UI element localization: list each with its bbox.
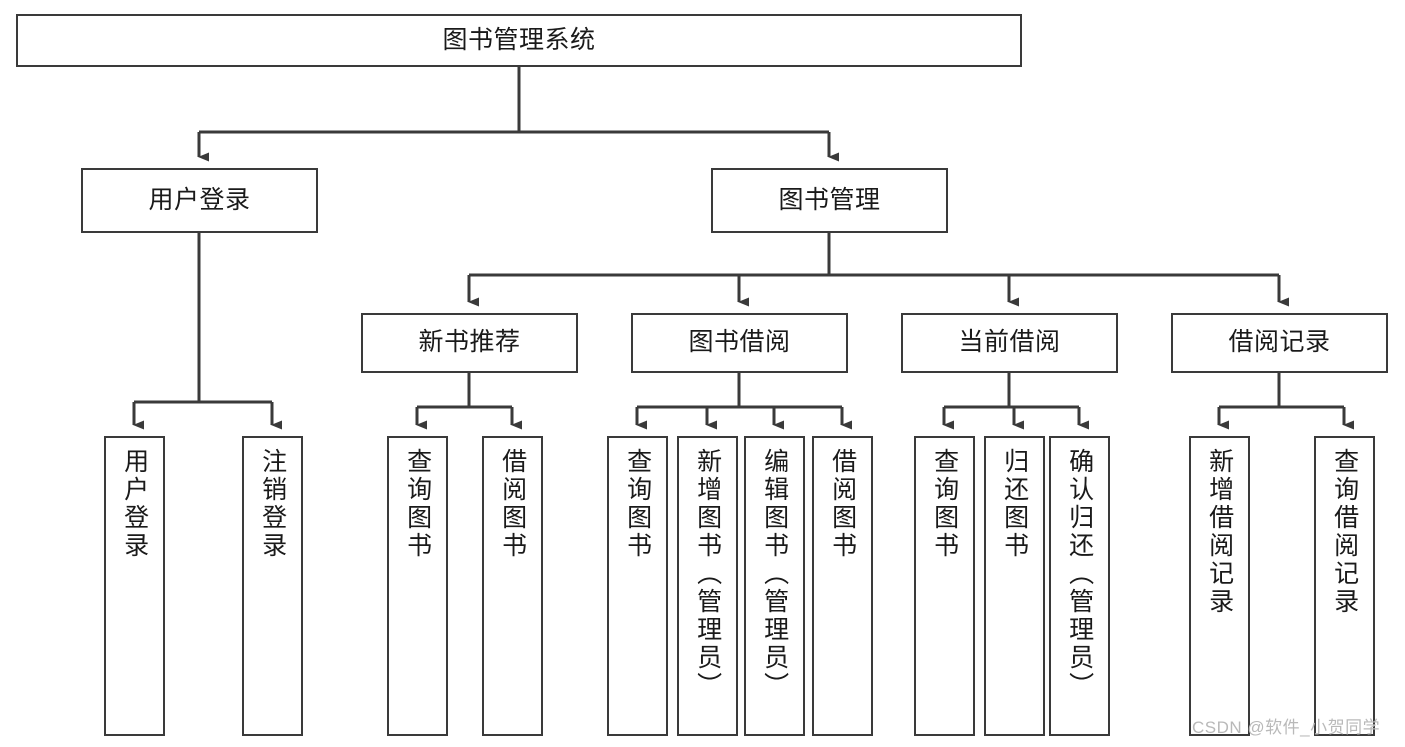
node-current-borrowing[interactable]: 当前借阅 (901, 313, 1118, 373)
node-label: 图书借阅 (688, 328, 791, 357)
leaf-borrow-books-borrowing[interactable]: 借阅图书 (812, 436, 873, 736)
node-label: 注销登录 (258, 448, 287, 560)
node-label: 借阅图书 (498, 448, 527, 560)
node-borrowing-records[interactable]: 借阅记录 (1171, 313, 1388, 373)
node-label: 编辑图书（管理员） (760, 448, 789, 700)
leaf-user-login[interactable]: 用户登录 (104, 436, 165, 736)
node-new-book-recommendation[interactable]: 新书推荐 (361, 313, 578, 373)
leaf-add-book-admin[interactable]: 新增图书（管理员） (677, 436, 738, 736)
leaf-query-books-current[interactable]: 查询图书 (914, 436, 975, 736)
node-label: 新增借阅记录 (1205, 448, 1234, 616)
leaf-return-books[interactable]: 归还图书 (984, 436, 1045, 736)
node-label: 确认归还（管理员） (1065, 448, 1094, 700)
node-user-login[interactable]: 用户登录 (81, 168, 318, 233)
node-label: 归还图书 (1000, 448, 1029, 560)
leaf-logout[interactable]: 注销登录 (242, 436, 303, 736)
leaf-query-books-recommendation[interactable]: 查询图书 (387, 436, 448, 736)
node-label: 查询图书 (403, 448, 432, 560)
node-label: 借阅图书 (828, 448, 857, 560)
node-book-borrowing[interactable]: 图书借阅 (631, 313, 848, 373)
leaf-query-borrow-record[interactable]: 查询借阅记录 (1314, 436, 1375, 736)
node-root-book-management-system[interactable]: 图书管理系统 (16, 14, 1022, 67)
node-label: 图书管理系统 (442, 25, 596, 54)
node-label: 查询图书 (623, 448, 652, 560)
leaf-add-borrow-record[interactable]: 新增借阅记录 (1189, 436, 1250, 736)
node-label: 新书推荐 (418, 328, 521, 357)
leaf-confirm-return-admin[interactable]: 确认归还（管理员） (1049, 436, 1110, 736)
node-book-management[interactable]: 图书管理 (711, 168, 948, 233)
node-label: 查询图书 (930, 448, 959, 560)
node-label: 用户登录 (120, 448, 149, 560)
node-label: 查询借阅记录 (1330, 448, 1359, 616)
leaf-edit-book-admin[interactable]: 编辑图书（管理员） (744, 436, 805, 736)
node-label: 用户登录 (148, 185, 251, 214)
node-label: 借阅记录 (1228, 328, 1331, 357)
node-label: 图书管理 (778, 185, 881, 214)
leaf-borrow-books-recommendation[interactable]: 借阅图书 (482, 436, 543, 736)
node-label: 当前借阅 (958, 328, 1061, 357)
leaf-query-books-borrowing[interactable]: 查询图书 (607, 436, 668, 736)
node-label: 新增图书（管理员） (693, 448, 722, 700)
watermark: CSDN @软件_小贺同学 (1192, 718, 1381, 737)
